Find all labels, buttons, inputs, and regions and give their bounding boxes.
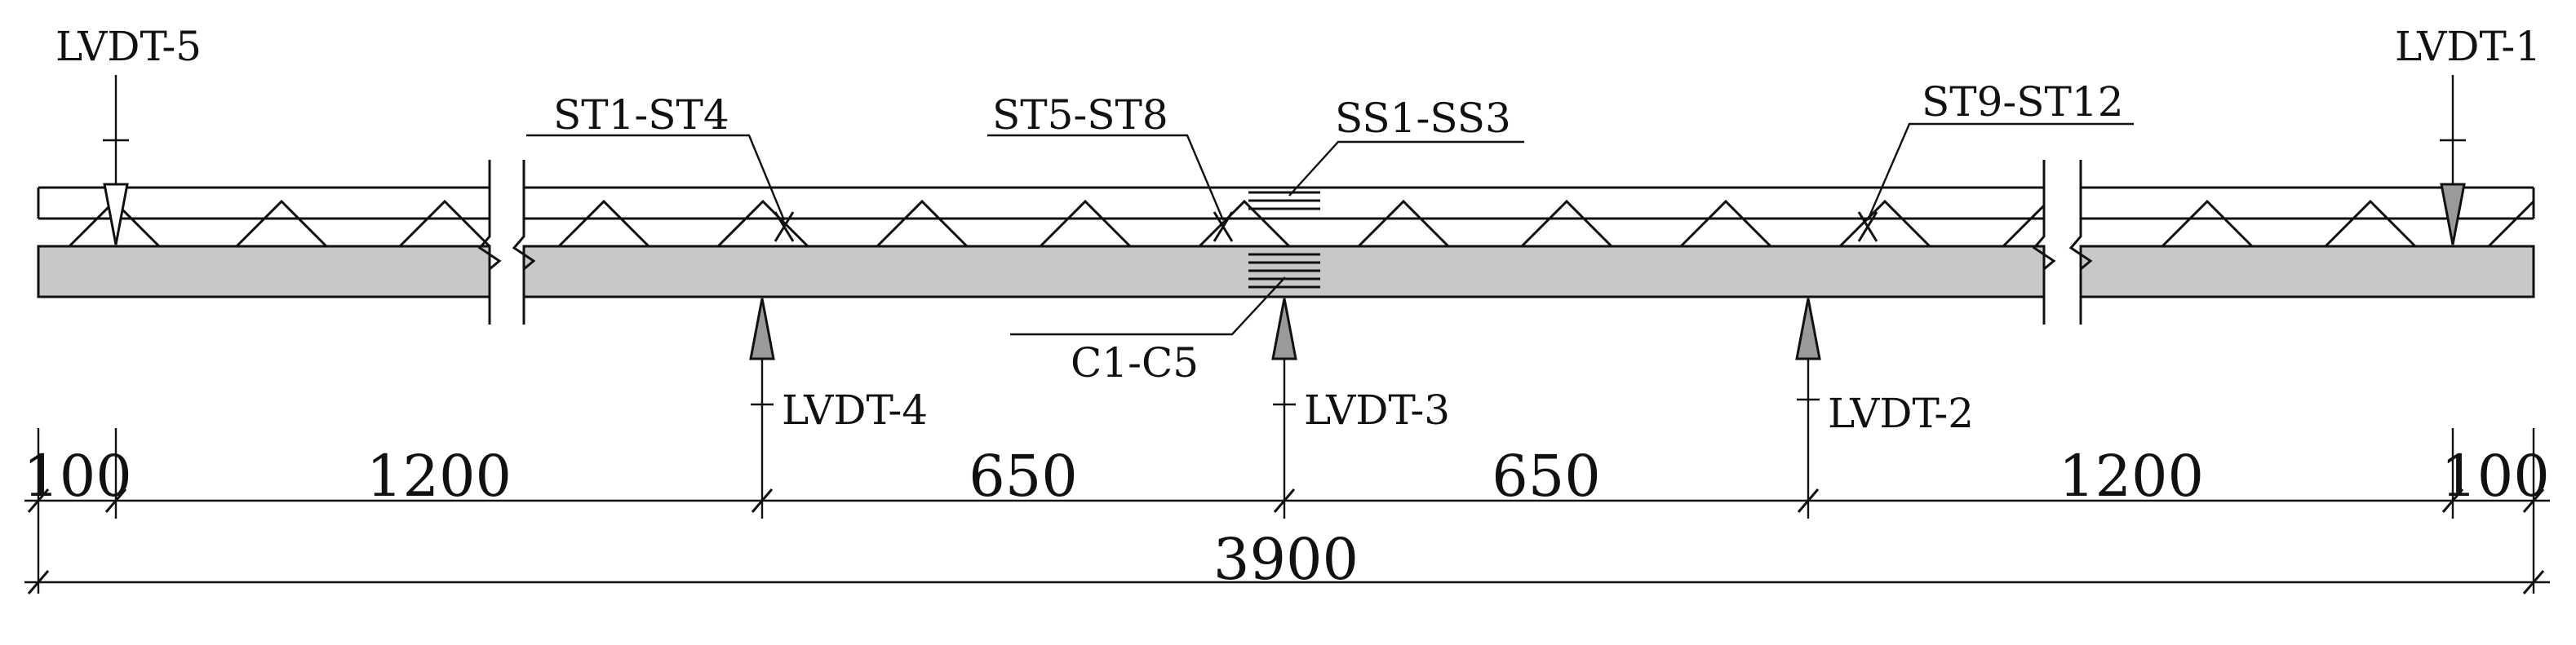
- break-line-left: [477, 160, 536, 325]
- dimension-chain-total: [24, 570, 2550, 594]
- ss-gauge-stack-icon: [1248, 191, 1320, 210]
- dim-seg-4: 1200: [2059, 443, 2204, 510]
- dimension-chain-upper: [24, 428, 2550, 594]
- dim-seg-2: 650: [969, 443, 1078, 510]
- lvdt-4-sensor: [749, 298, 775, 499]
- dim-seg-3: 650: [1492, 443, 1601, 510]
- slab-segment-left: [37, 245, 491, 298]
- label-c1-c5: C1-C5: [1071, 339, 1199, 387]
- dimension-values: 100 1200 650 650 1200 100 3900: [23, 443, 2550, 593]
- dim-total: 3900: [1213, 526, 1359, 593]
- slab-segment-right: [2079, 245, 2535, 298]
- cross-mark-icon: [1213, 211, 1234, 242]
- strain-gauge-marks: [774, 211, 1878, 242]
- arrow-up-icon: [1271, 298, 1297, 360]
- dim-seg-1: 1200: [366, 443, 512, 510]
- label-ss1-ss3: SS1-SS3: [1335, 95, 1511, 142]
- lvdt-2-sensor: [1795, 298, 1821, 499]
- arrow-down-outline-icon: [103, 183, 129, 245]
- break-line-right: [2032, 160, 2093, 325]
- lvdt-1-sensor: [2440, 75, 2466, 245]
- label-st9-st12: ST9-ST12: [1922, 78, 2124, 126]
- label-lvdt-2: LVDT-2: [1828, 390, 1974, 437]
- label-lvdt-5: LVDT-5: [55, 23, 202, 70]
- arrow-down-icon: [2440, 183, 2466, 245]
- dim-right-end: 100: [2441, 443, 2550, 510]
- label-lvdt-3: LVDT-3: [1304, 387, 1450, 434]
- lvdt-3-sensor: [1271, 298, 1297, 499]
- label-lvdt-4: LVDT-4: [782, 387, 928, 434]
- cross-mark-icon: [774, 211, 795, 242]
- dim-left-end: 100: [23, 443, 132, 510]
- arrow-up-icon: [1795, 298, 1821, 360]
- lvdt-5-sensor: [103, 75, 129, 245]
- leader-lines: [526, 122, 2134, 336]
- cross-mark-icon: [1857, 211, 1878, 242]
- label-st1-st4: ST1-ST4: [553, 91, 729, 139]
- label-lvdt-1: LVDT-1: [2395, 23, 2541, 70]
- labels: LVDT-5 LVDT-1 LVDT-4 LVDT-3 LVDT-2 ST1-S…: [55, 23, 2541, 437]
- label-st5-st8: ST5-ST8: [992, 91, 1168, 139]
- arrow-up-icon: [749, 298, 775, 360]
